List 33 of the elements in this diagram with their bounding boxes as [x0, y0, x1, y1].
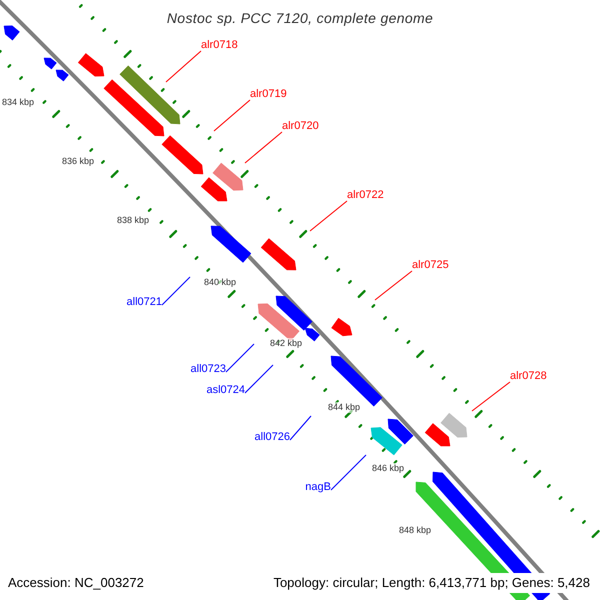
gene-label: alr0720	[282, 119, 319, 133]
scale-label: 836 kbp	[62, 156, 94, 167]
scale-label: 838 kbp	[117, 215, 150, 226]
scale-label: 840 kbp	[204, 277, 236, 288]
leader-line	[330, 454, 366, 490]
leader-line	[162, 276, 190, 306]
leader-line	[374, 270, 412, 300]
footer-text: Accession: NC_003272	[8, 574, 144, 592]
leader-line	[472, 382, 510, 412]
gene-label: nagB	[305, 480, 331, 494]
leader-line	[310, 200, 348, 232]
scale-label: 842 kbp	[270, 338, 302, 349]
gene-label: all0721	[126, 295, 162, 309]
gene-label: asl0724	[206, 383, 245, 397]
scale-label: 848 kbp	[399, 525, 432, 536]
leader-line	[290, 416, 312, 440]
scale-label: 834 kbp	[2, 97, 34, 108]
gene-label: alr0718	[201, 38, 238, 52]
leader-line	[166, 50, 202, 82]
gene-label: all0723	[190, 362, 226, 376]
leader-line	[226, 344, 254, 372]
gene-label: alr0725	[412, 258, 449, 272]
gene-label: alr0719	[250, 87, 287, 101]
scale-label: 846 kbp	[372, 463, 404, 474]
scale-label: 844 kbp	[328, 402, 360, 413]
gene-label: all0726	[254, 430, 290, 444]
title: Nostoc sp. PCC 7120, complete genome	[166, 9, 434, 28]
leader-line	[214, 100, 250, 132]
gene-label: alr0722	[347, 188, 384, 202]
gene-label: alr0728	[510, 369, 547, 383]
footer-text: Topology: circular; Length: 6,413,771 bp; Genes: 5,428	[271, 573, 592, 592]
leader-line	[244, 364, 274, 394]
leader-line	[244, 132, 282, 164]
